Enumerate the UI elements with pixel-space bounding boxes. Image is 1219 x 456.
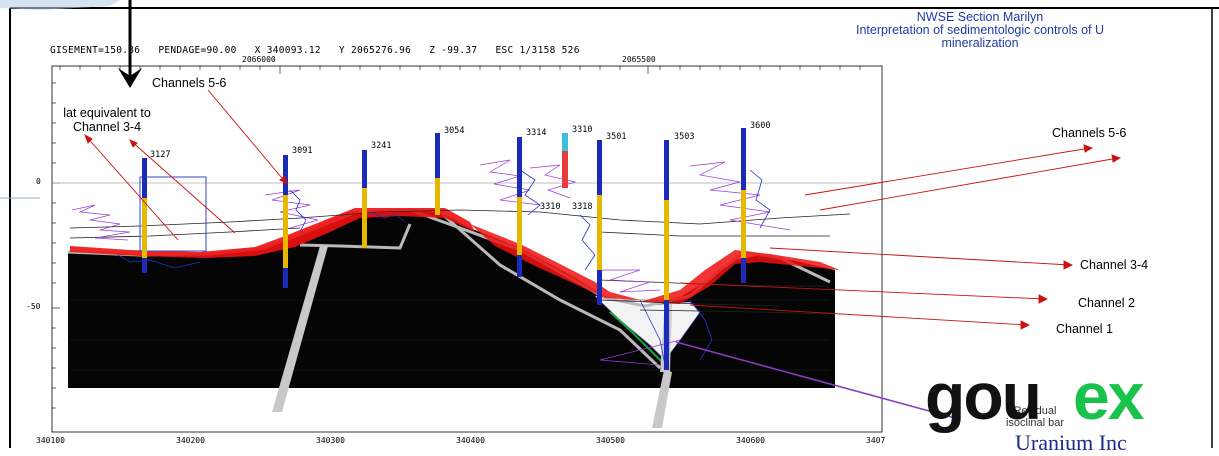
well-label-3600: 3600 [750, 121, 771, 131]
well-bar-3501 [597, 140, 602, 305]
section-header-coordinates: GISEMENT=150.86 PENDAGE=90.00 X 340093.1… [50, 45, 580, 56]
logo-subtitle: Uranium Inc [1015, 430, 1127, 455]
red-band-right [640, 250, 840, 304]
well-log-box-3127 [139, 176, 207, 252]
red-band-left [70, 208, 475, 258]
well-label-3503: 3503 [674, 132, 695, 142]
fault-left [272, 246, 328, 412]
basement-hatch [70, 299, 830, 371]
well-bar-3310 [562, 133, 568, 188]
arrow-channels56-right-a [804, 147, 1091, 196]
top-axis-label-2: 2065500 [622, 55, 656, 64]
well-bar-3503 [664, 140, 669, 370]
bottom-axis-label-7: 3407 [866, 436, 886, 445]
bottom-axis-label-4: 340400 [456, 436, 485, 445]
arrow-lat-equiv-b [129, 139, 236, 234]
title-line-3: mineralization [941, 36, 1019, 50]
gamma-log-traces [71, 159, 791, 366]
well-label-3054: 3054 [444, 126, 465, 136]
well-label-3501: 3501 [606, 132, 627, 142]
red-band-center [470, 224, 640, 300]
well-bar-3241 [362, 150, 367, 248]
interpretation-arrows [84, 89, 1122, 330]
well-label-3318: 3318 [572, 202, 593, 212]
basement-body [68, 210, 835, 388]
arrow-lat-equiv-a [84, 134, 179, 241]
label-residual-line1: Residual [1013, 405, 1057, 417]
arrow-channel1 [689, 304, 1028, 326]
well-bar-3127 [142, 158, 147, 273]
left-axis-label-0: 0 [36, 177, 41, 186]
grey-line-3 [439, 210, 662, 370]
arrow-channel2 [679, 282, 1046, 300]
left-axis-label-minus50: -50 [26, 302, 41, 311]
grey-line-2 [299, 223, 412, 250]
correlation-lines [69, 209, 851, 315]
section-title: NWSE Section Marilyn Interpretation of s… [780, 11, 1180, 50]
well-bar-3314 [517, 137, 522, 277]
arrow-residual-bar [675, 341, 956, 419]
label-residual-bar: Residual isoclinal bar [990, 405, 1080, 429]
arrow-channels56-right-b [819, 157, 1119, 211]
bottom-axis-label-6: 340600 [736, 436, 765, 445]
north-arrow-head [118, 68, 142, 88]
background-fragment [0, 0, 120, 10]
label-lat-equivalent-line2: Channel 3-4 [72, 120, 142, 134]
label-lat-equivalent: lat equivalent to Channel 3-4 [52, 106, 162, 134]
left-ticks [52, 82, 60, 409]
bottom-axis-label-1: 340100 [36, 436, 65, 445]
label-channel-34: Channel 3-4 [1080, 258, 1149, 272]
top-axis-label-1: 2066000 [242, 55, 276, 64]
arrow-channel34 [769, 247, 1071, 266]
well-bar-3600 [741, 128, 746, 283]
arrow-channels56-left [207, 89, 288, 185]
title-line-2: Interpretation of sedimentologic control… [855, 23, 1105, 37]
bottom-axis-label-3: 340300 [316, 436, 345, 445]
well-bar-3091 [283, 155, 288, 288]
company-logo: gou ex Uranium Inc [925, 359, 1195, 455]
fault-right [652, 370, 672, 428]
bottom-axis-label-2: 340200 [176, 436, 205, 445]
well-label-3127: 3127 [150, 150, 171, 160]
logo-text-ex: ex [1073, 359, 1144, 433]
well-label-3091: 3091 [292, 146, 313, 156]
channel-1-base-green [609, 311, 666, 366]
label-channels-56-left: Channels 5-6 [152, 76, 227, 90]
well-columns [142, 128, 746, 370]
label-channel-1: Channel 1 [1056, 322, 1113, 336]
logo-text-gou: gou [925, 359, 1042, 433]
bottom-axis-label-5: 340500 [596, 436, 625, 445]
well-label-3241: 3241 [371, 141, 392, 151]
well-label-3310-lower: 3310 [540, 202, 561, 212]
plot-frame [51, 65, 883, 433]
top-ticks [59, 66, 861, 74]
well-label-3314: 3314 [526, 128, 547, 138]
label-channel-2: Channel 2 [1078, 296, 1135, 310]
title-line-1: NWSE Section Marilyn [916, 10, 1044, 24]
label-lat-equivalent-line1: lat equivalent to [63, 106, 151, 120]
label-channels-56-right: Channels 5-6 [1052, 126, 1127, 140]
label-residual-line2: isoclinal bar [1005, 417, 1065, 429]
well-label-3310: 3310 [572, 125, 593, 135]
